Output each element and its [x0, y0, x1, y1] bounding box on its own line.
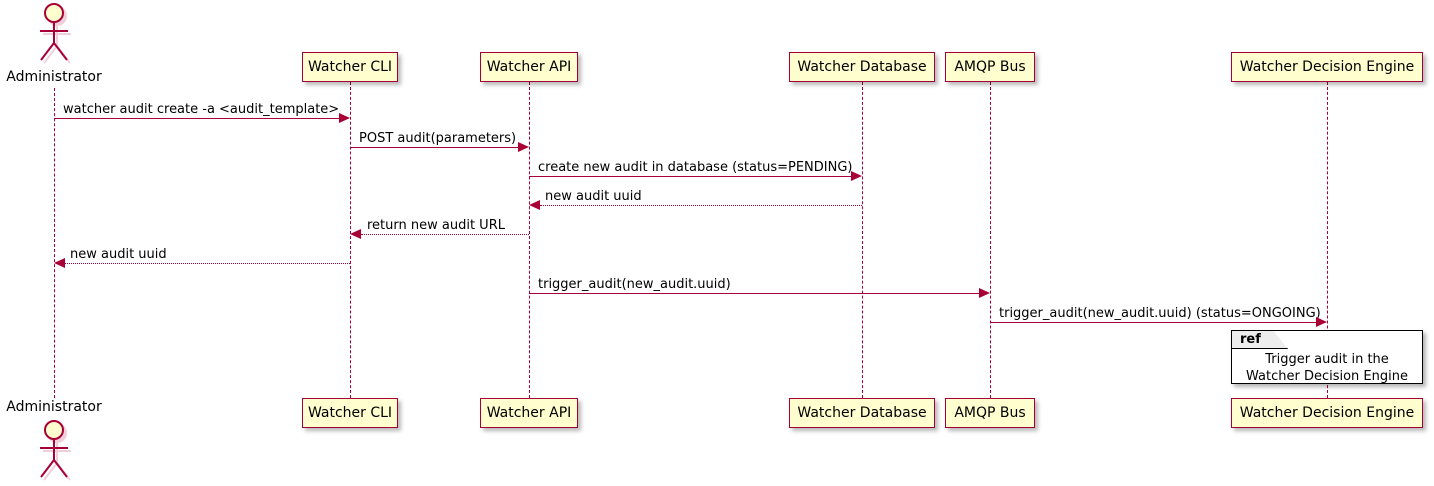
participant-box-watcher-api-bottom[interactable]: Watcher API [480, 398, 578, 428]
participant-label-watcher-api-top: Watcher API [486, 59, 572, 75]
lifeline-amqp-bus [990, 82, 991, 398]
participant-label-administrator-top: Administrator [6, 69, 102, 85]
lifeline-watcher-cli [350, 82, 351, 398]
ref-fragment-text: Trigger audit in the Watcher Decision En… [1232, 351, 1422, 385]
lifeline-watcher-database [862, 82, 863, 398]
message-label-4: new audit uuid [545, 189, 642, 204]
participant-box-watcher-database-top[interactable]: Watcher Database [789, 52, 935, 82]
participant-label-amqp-bus-top: AMQP Bus [954, 59, 1026, 75]
participant-label-watcher-decision-engine-top: Watcher Decision Engine [1239, 59, 1415, 75]
ref-fragment-line-1: Trigger audit in the [1265, 352, 1389, 367]
ref-fragment-line-2: Watcher Decision Engine [1246, 369, 1408, 384]
ref-fragment-tab: ref [1232, 331, 1288, 349]
message-label-1: watcher audit create -a <audit_template> [63, 102, 340, 117]
message-arrow-3 [529, 176, 852, 177]
participant-label-watcher-database-top: Watcher Database [797, 59, 927, 75]
lifeline-watcher-api [529, 82, 530, 398]
lifeline-watcher-decision-engine [1327, 82, 1328, 398]
message-arrow-5 [361, 234, 529, 235]
participant-box-watcher-api-top[interactable]: Watcher API [480, 52, 578, 82]
arrowhead-right-2 [518, 142, 529, 152]
message-label-7: trigger_audit(new_audit.uuid) [538, 277, 731, 292]
arrowhead-left-4 [529, 200, 540, 210]
message-arrow-2 [350, 147, 519, 148]
participant-box-amqp-bus-top[interactable]: AMQP Bus [945, 52, 1035, 82]
message-arrow-4 [540, 205, 862, 206]
message-arrow-7 [529, 293, 980, 294]
arrowhead-left-6 [54, 258, 65, 268]
actor-icon-administrator-bottom [28, 419, 80, 481]
participant-label-watcher-api-bottom: Watcher API [486, 405, 572, 421]
actor-icon-administrator-top [28, 2, 80, 64]
arrowhead-right-7 [979, 288, 990, 298]
ref-fragment-tab-label: ref [1240, 332, 1261, 347]
message-label-8: trigger_audit(new_audit.uuid) (status=ON… [999, 306, 1321, 321]
participant-box-watcher-decision-engine-top[interactable]: Watcher Decision Engine [1231, 52, 1423, 82]
participant-box-amqp-bus-bottom[interactable]: AMQP Bus [945, 398, 1035, 428]
participant-label-watcher-cli-top: Watcher CLI [307, 59, 393, 75]
message-label-5: return new audit URL [367, 218, 505, 233]
participant-label-amqp-bus-bottom: AMQP Bus [954, 405, 1026, 421]
participant-label-watcher-decision-engine-bottom: Watcher Decision Engine [1239, 405, 1415, 421]
message-label-2: POST audit(parameters) [359, 131, 517, 146]
participant-box-watcher-cli-bottom[interactable]: Watcher CLI [302, 398, 398, 428]
message-arrow-1 [54, 118, 340, 119]
participant-label-watcher-database-bottom: Watcher Database [797, 405, 927, 421]
participant-box-watcher-cli-top[interactable]: Watcher CLI [302, 52, 398, 82]
lifeline-administrator [54, 88, 55, 398]
participant-label-administrator-bottom: Administrator [6, 399, 102, 415]
arrowhead-right-3 [851, 171, 862, 181]
participant-box-watcher-database-bottom[interactable]: Watcher Database [789, 398, 935, 428]
arrowhead-left-5 [350, 229, 361, 239]
ref-fragment-box: ref Trigger audit in the Watcher Decisio… [1231, 330, 1423, 384]
message-arrow-6 [65, 263, 350, 264]
arrowhead-right-8 [1316, 317, 1327, 327]
arrowhead-right-1 [339, 113, 350, 123]
message-label-3: create new audit in database (status=PEN… [538, 160, 853, 175]
message-arrow-8 [990, 322, 1317, 323]
message-label-6: new audit uuid [70, 247, 167, 262]
participant-box-watcher-decision-engine-bottom[interactable]: Watcher Decision Engine [1231, 398, 1423, 428]
participant-label-watcher-cli-bottom: Watcher CLI [307, 405, 393, 421]
